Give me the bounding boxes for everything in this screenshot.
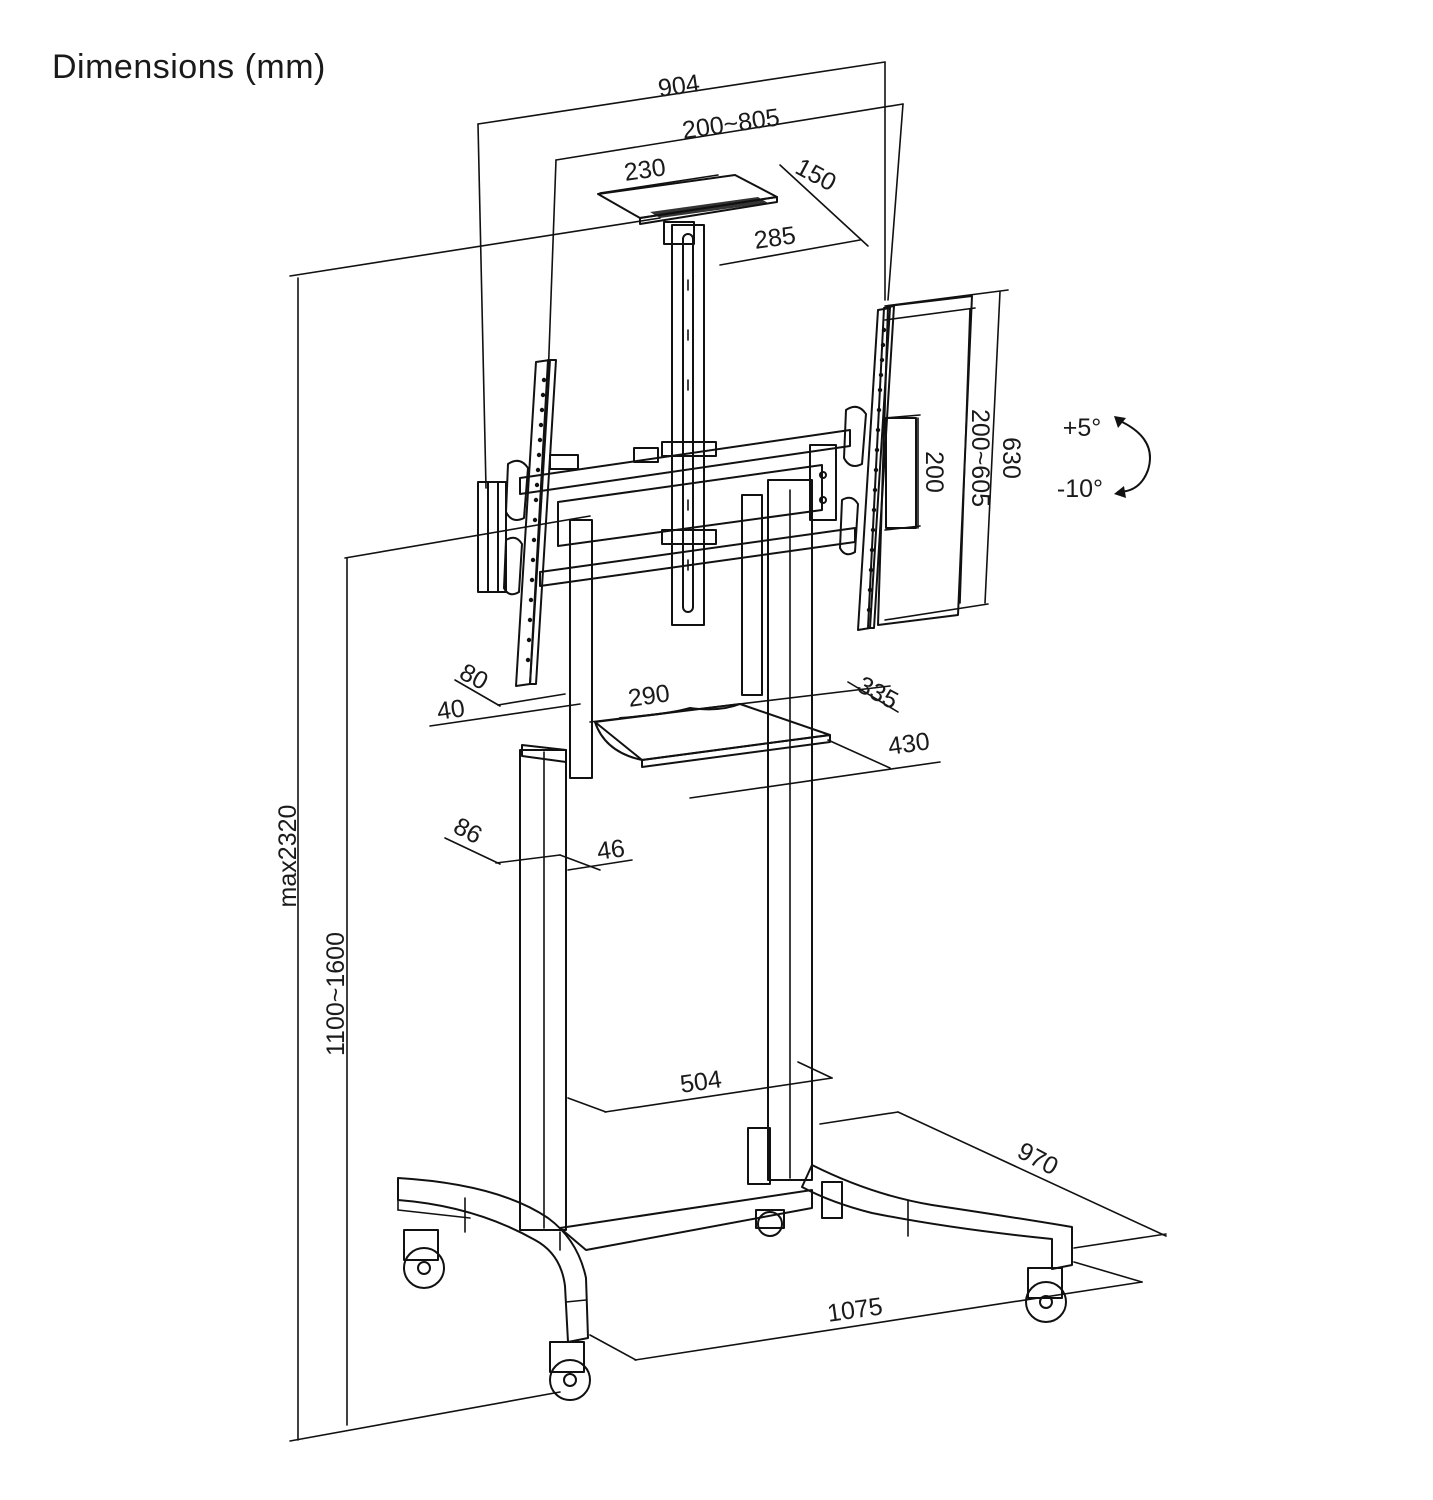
dimension-lines xyxy=(289,61,1167,1442)
equipment-shelf xyxy=(594,703,831,768)
dim-label-430: 430 xyxy=(886,727,931,761)
dim-label-230: 230 xyxy=(622,153,667,187)
dim-label-285: 285 xyxy=(752,221,797,255)
dim-label-970: 970 xyxy=(1013,1137,1063,1181)
caster-wheel xyxy=(1025,1267,1067,1323)
mount-crossbars xyxy=(477,429,856,593)
caster-wheel xyxy=(549,1341,591,1401)
tilt-up-label: +5° xyxy=(1063,414,1102,442)
center-pole xyxy=(671,224,705,626)
left-vesa-arm xyxy=(503,359,557,687)
caster-wheel xyxy=(755,1209,785,1237)
dim-label-1100-1600: 1100~1600 xyxy=(322,932,350,1056)
dim-label-200: 200 xyxy=(920,451,948,493)
dim-label-904: 904 xyxy=(656,69,701,103)
dim-label-46: 46 xyxy=(595,834,626,866)
caster-wheel xyxy=(403,1229,445,1289)
dim-label-200-805: 200~805 xyxy=(680,103,781,144)
dim-label-max2320: max2320 xyxy=(274,805,302,908)
uprights xyxy=(519,479,813,1231)
dim-label-335: 335 xyxy=(853,671,903,715)
dim-label-200-605: 200~605 xyxy=(966,409,994,507)
tilt-arrow-icon xyxy=(1114,416,1151,498)
base-frame xyxy=(397,1127,1073,1343)
dim-label-40: 40 xyxy=(435,694,466,726)
dim-label-150: 150 xyxy=(791,153,841,197)
top-camera-shelf xyxy=(597,174,778,245)
dim-label-630: 630 xyxy=(997,437,1025,479)
tilt-down-label: -10° xyxy=(1057,475,1103,503)
dim-label-504: 504 xyxy=(678,1065,723,1099)
dim-label-290: 290 xyxy=(626,679,671,713)
dim-label-80: 80 xyxy=(455,658,493,696)
page-title: Dimensions (mm) xyxy=(52,48,326,86)
dim-label-86: 86 xyxy=(449,812,487,850)
right-vesa-arm xyxy=(839,295,973,631)
